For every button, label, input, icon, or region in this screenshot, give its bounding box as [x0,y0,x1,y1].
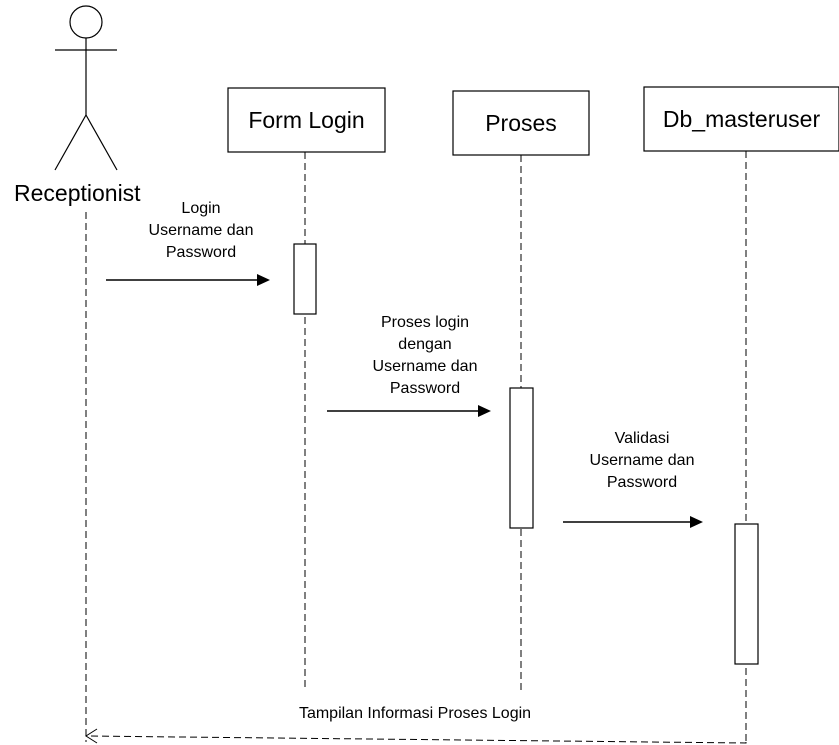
actor-right-leg [85,114,118,171]
lifeline-title-db-masteruser: Db_masteruser [662,105,821,132]
message-label-line: Username dan [372,358,478,375]
activation-proses [509,387,534,529]
activation-form-login [293,243,317,315]
lifeline-title-form-login: Form Login [248,106,365,133]
actor-label: Receptionist [14,180,141,206]
message-label-line: Password [165,244,237,261]
lifeline-box-form-login [227,87,386,153]
actor-left-leg [54,114,87,171]
actor-head [69,5,103,39]
arrowhead-validasi [690,516,703,528]
lifeline-title-proses: Proses [485,109,557,136]
message-label-login: Login Username dan Password [126,198,276,264]
message-arrow-return [85,735,747,744]
arrowhead-proses-login [478,405,491,417]
message-label-validasi: Validasi Username dan Password [567,428,717,494]
message-label-line: Validasi [614,430,670,447]
lifeline-box-db-masteruser [643,86,839,152]
message-label-line: Password [606,474,678,491]
message-label-proses-login: Proses login dengan Username dan Passwor… [340,312,510,400]
message-label-line: Tampilan Informasi Proses Login [298,705,532,722]
arrowhead-return [85,728,98,744]
message-label-line: Username dan [148,222,254,239]
activation-db-masteruser [734,523,759,665]
actor-figure [54,5,118,171]
message-label-line: Proses login [380,314,470,331]
message-label-return: Tampilan Informasi Proses Login [235,703,595,725]
arrowhead-login [257,274,270,286]
message-label-line: Password [389,380,461,397]
message-label-line: dengan [398,336,452,353]
message-label-line: Login [181,200,221,217]
message-label-line: Username dan [589,452,695,469]
